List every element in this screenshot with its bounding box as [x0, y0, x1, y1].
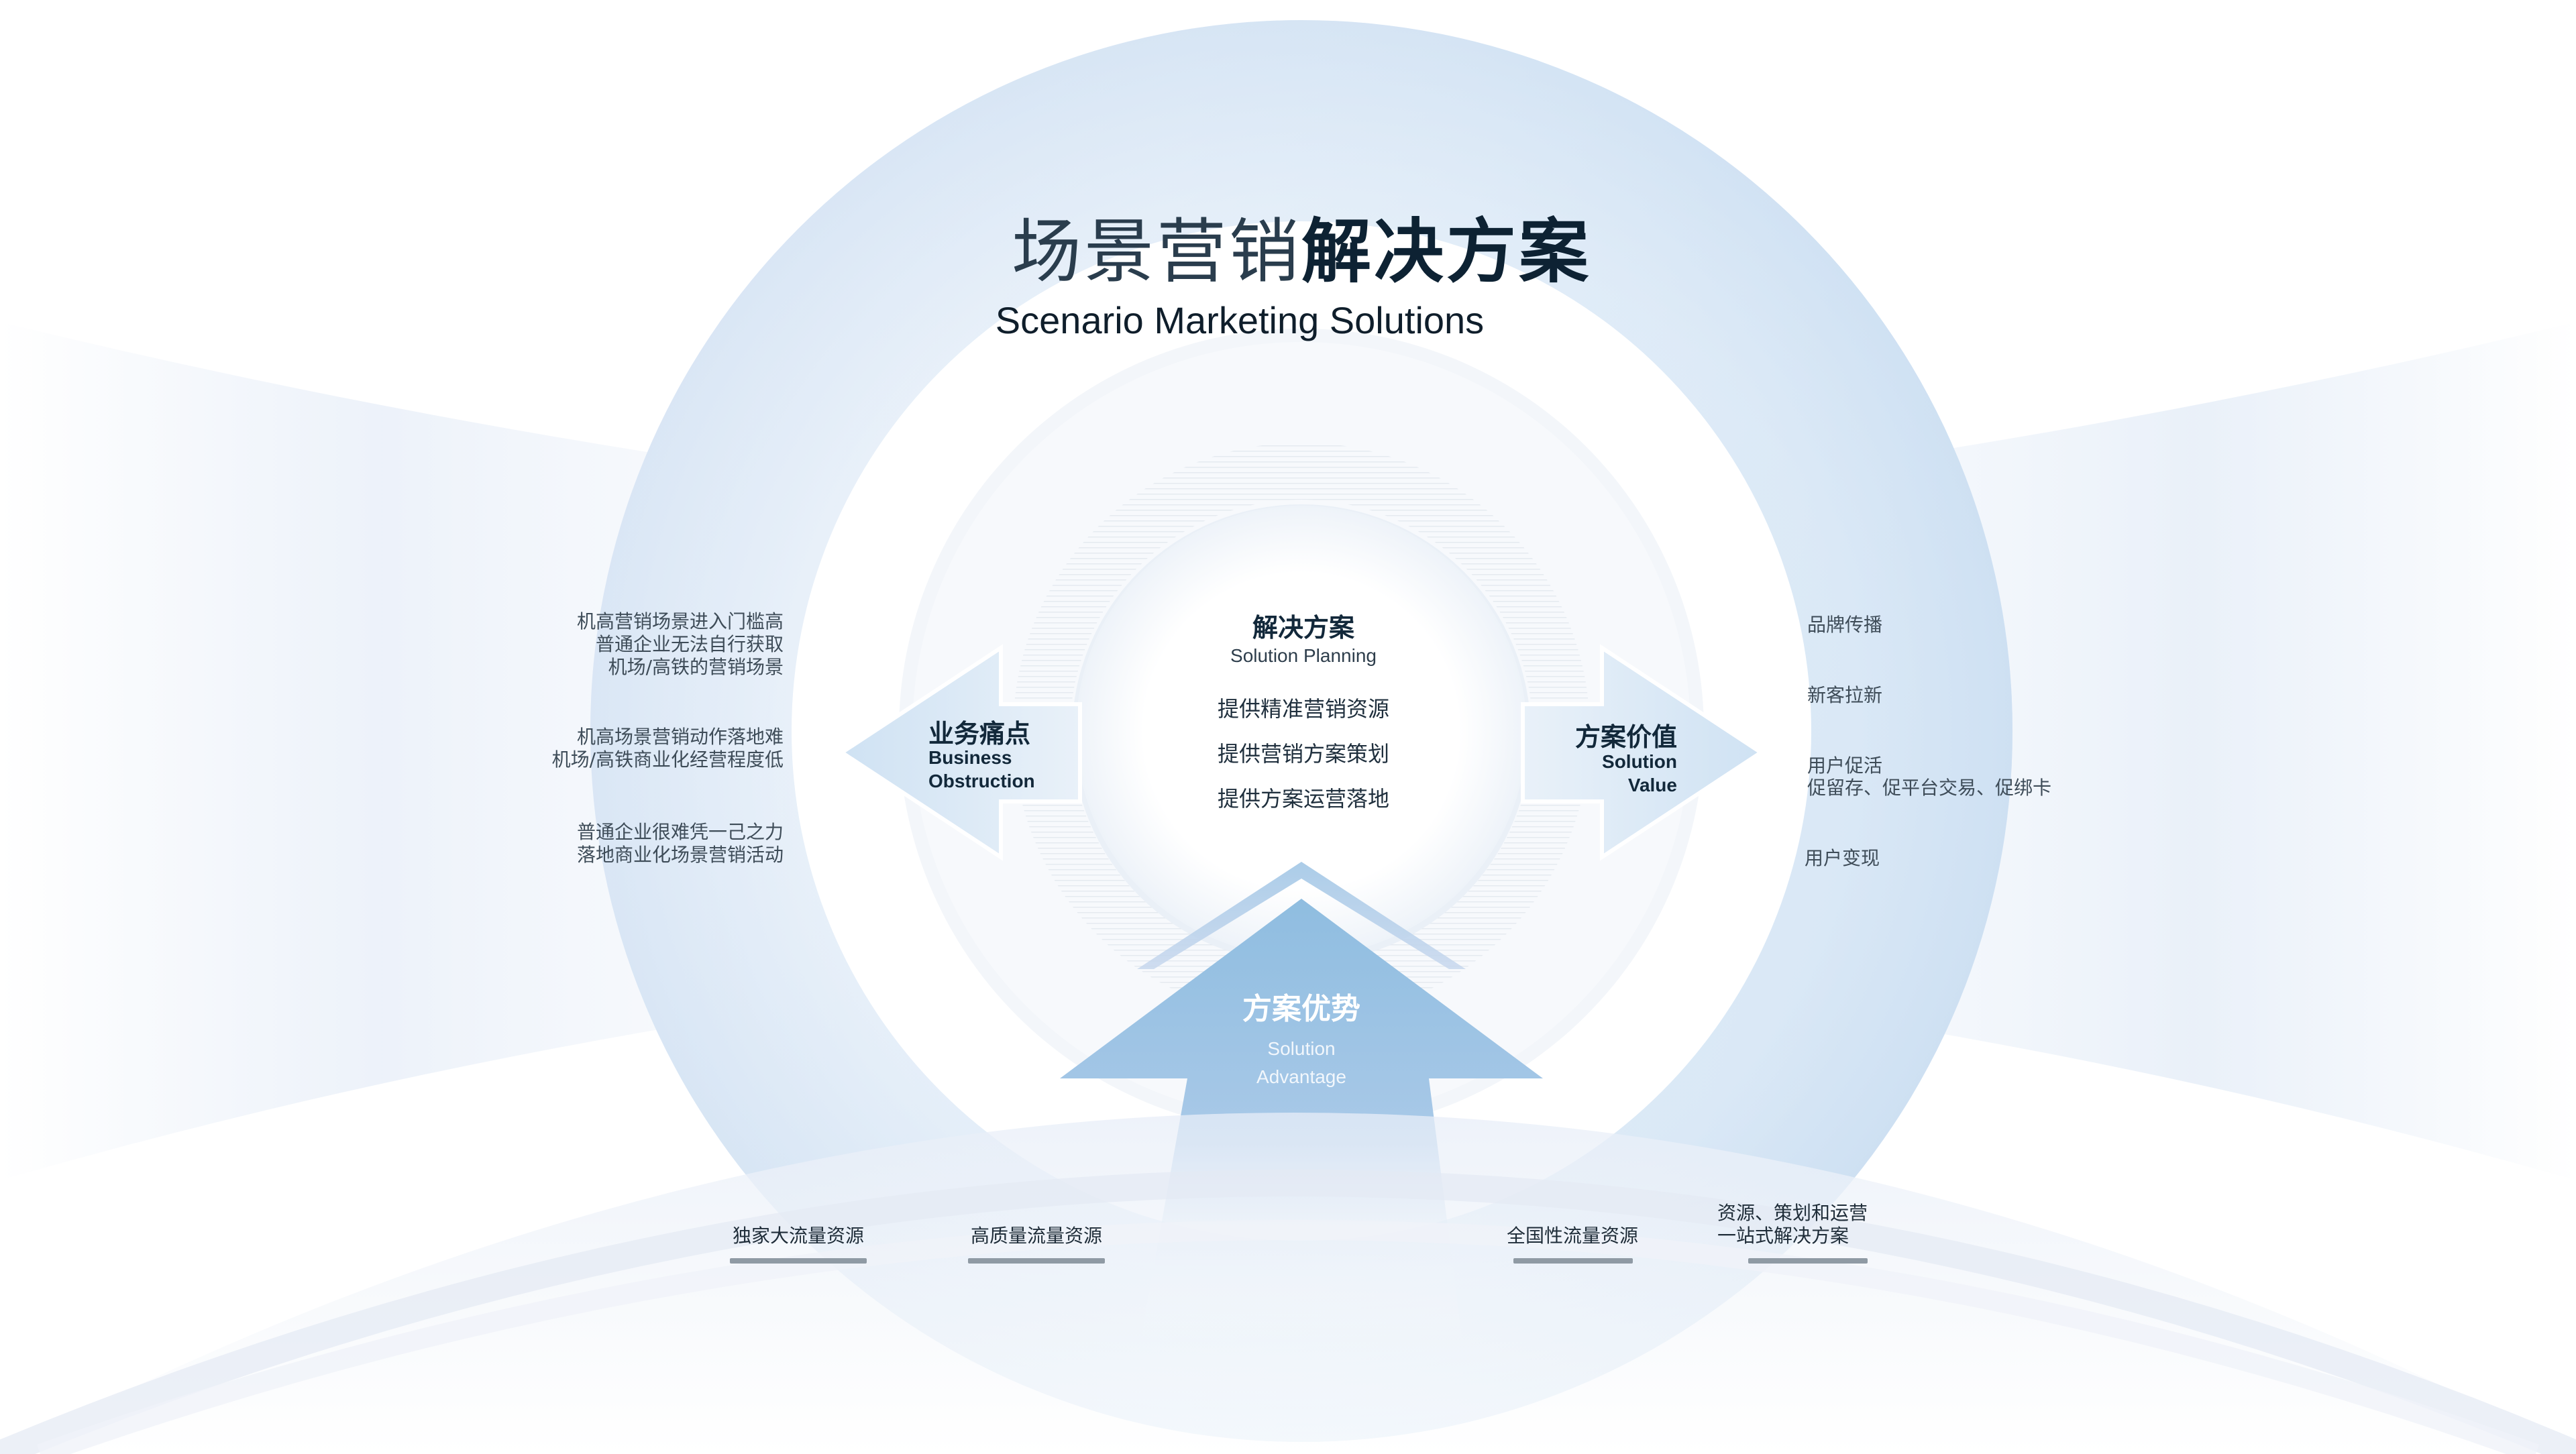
left-arrow-subtitle: Business [928, 747, 1012, 768]
right-arrow-subtitle: Solution [1602, 751, 1677, 772]
left-arrow-heading: 业务痛点 [928, 719, 1031, 748]
main-title: 场景营销解决方案 [0, 194, 2576, 296]
right-arrow-subtitle: Value [1627, 775, 1677, 795]
pain-point-line: 普通企业很难凭一己之力 [576, 821, 784, 843]
value-item: 用户变现 [1805, 847, 1880, 869]
bottom-arrow-heading: 方案优势 [1242, 992, 1360, 1026]
pain-point-line: 机场/高铁商业化经营程度低 [551, 748, 784, 771]
value-item: 品牌传播 [1807, 614, 1883, 636]
advantage-item: 资源、策划和运营 一站式解决方案 [1717, 1202, 1898, 1247]
right-arrow-heading: 方案价值 [1574, 722, 1677, 752]
center-subtitle: Solution Planning [1230, 645, 1377, 666]
title-light-part: 场景营销 [1011, 211, 1301, 292]
pain-point: 机高场景营销动作落地难 机场/高铁商业化经营程度低 [552, 726, 784, 771]
pain-point-line: 落地商业化场景营销活动 [576, 844, 784, 866]
center-item: 提供方案运营落地 [1217, 786, 1389, 812]
left-arrow-subtitle: Obstruction [928, 771, 1035, 791]
pain-point-line: 普通企业无法自行获取 [595, 633, 784, 655]
bottom-arrow-subtitle: Advantage [1256, 1066, 1346, 1087]
value-item: 用户促活 [1807, 754, 1883, 777]
advantage-underline [1748, 1258, 1868, 1264]
advantage-line: 一站式解决方案 [1717, 1225, 1849, 1247]
advantage-underline [730, 1258, 867, 1264]
value-item: 新客拉新 [1807, 684, 1883, 706]
center-item: 提供精准营销资源 [1217, 696, 1389, 722]
bottom-arrow-subtitle: Solution [1267, 1038, 1336, 1059]
advantage-underline [1513, 1258, 1633, 1264]
advantage-underline [968, 1258, 1105, 1264]
value-item-detail: 促留存、促平台交易、促绑卡 [1807, 777, 2052, 799]
pain-point: 机高营销场景进入门槛高 普通企业无法自行获取 机场/高铁的营销场景 [577, 610, 784, 679]
english-title: Scenario Marketing Solutions [995, 299, 1485, 341]
title-bold-part: 解决方案 [1301, 211, 1592, 292]
pain-point: 普通企业很难凭一己之力 落地商业化场景营销活动 [577, 821, 784, 866]
advantage-item: 高质量流量资源 [970, 1225, 1102, 1247]
advantage-item: 全国性流量资源 [1506, 1225, 1638, 1247]
advantage-item: 独家大流量资源 [732, 1225, 864, 1247]
center-heading: 解决方案 [1252, 613, 1354, 642]
center-item: 提供营销方案策划 [1217, 741, 1389, 767]
pain-point-line: 机高场景营销动作落地难 [576, 726, 784, 748]
pain-point-line: 机高营销场景进入门槛高 [576, 610, 784, 632]
pain-point-line: 机场/高铁的营销场景 [608, 656, 784, 678]
advantage-line: 资源、策划和运营 [1717, 1202, 1868, 1224]
